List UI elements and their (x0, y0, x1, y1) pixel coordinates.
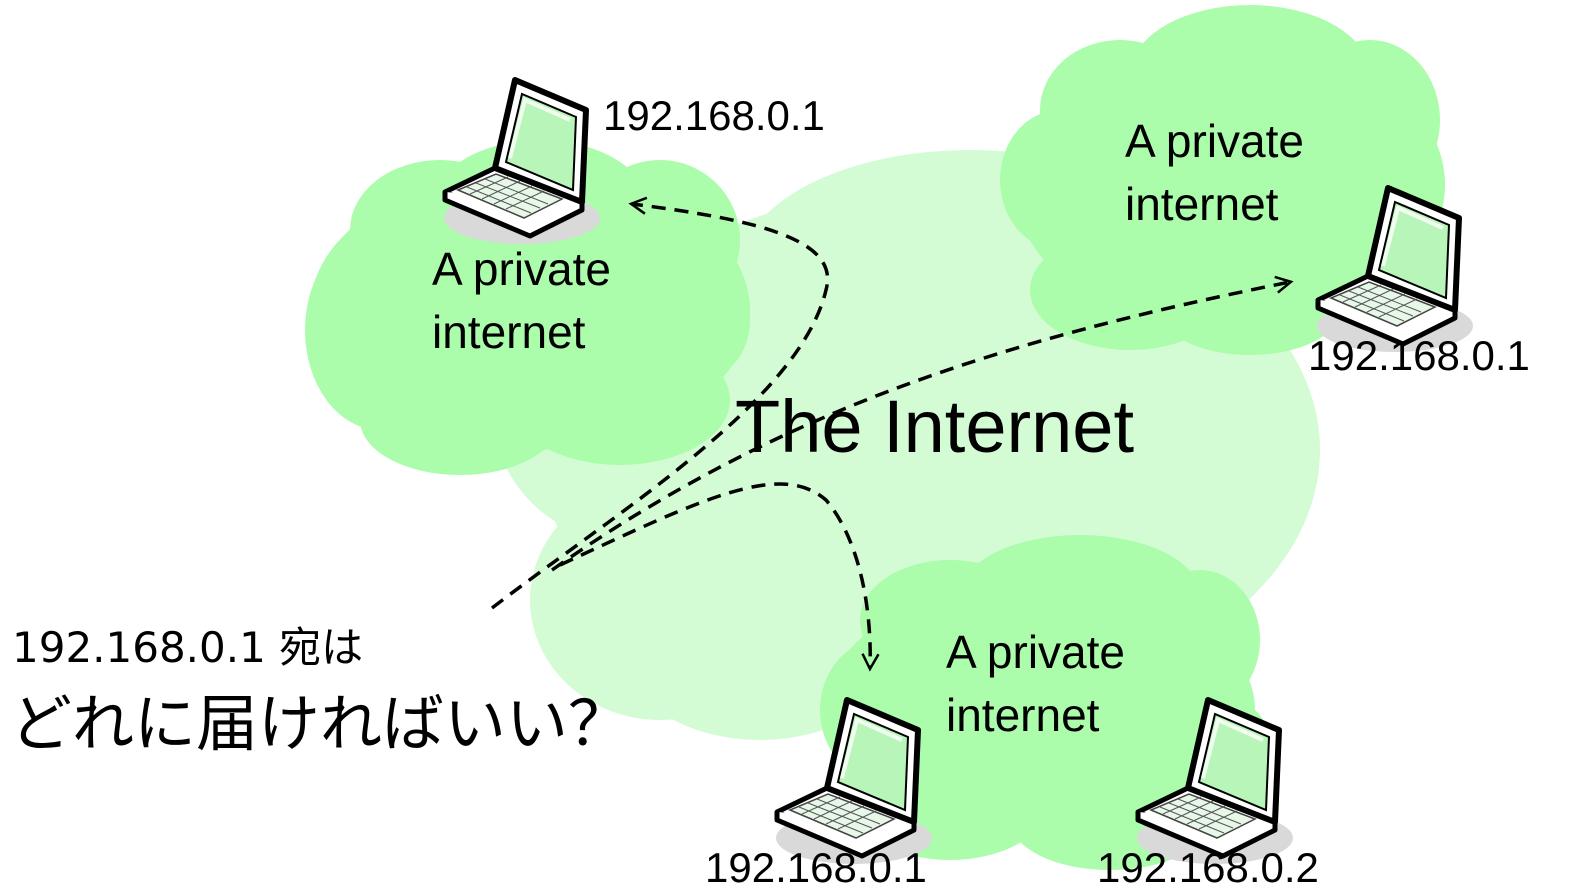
host-ip-label: 192.168.0.1 (705, 844, 927, 888)
arrow-to-bottom-host (559, 482, 880, 672)
private-label-3-line2: internet (946, 689, 1100, 741)
arrow-to-top-left-host (490, 196, 830, 610)
internet-label: The Internet (735, 385, 1134, 468)
host-ip-label: 192.168.0.1 (603, 92, 825, 139)
private-label-2-line1: A private (1125, 115, 1304, 167)
arrow-to-top-right-host (550, 275, 1294, 572)
private-label-2-line2: internet (1125, 178, 1279, 230)
private-label-1-line1: A private (432, 243, 611, 295)
private-label-1-line2: internet (432, 306, 586, 358)
question-line2: どれに届ければいい？ (10, 687, 630, 760)
host-ip-label: 192.168.0.2 (1097, 844, 1319, 888)
private-cloud-2 (1000, 5, 1445, 355)
host-ip-label: 192.168.0.1 (1308, 332, 1530, 379)
private-label-3-line1: A private (946, 626, 1125, 678)
routing-arrows (490, 196, 1294, 672)
question-line1: 192.168.0.1 宛は (12, 623, 363, 672)
